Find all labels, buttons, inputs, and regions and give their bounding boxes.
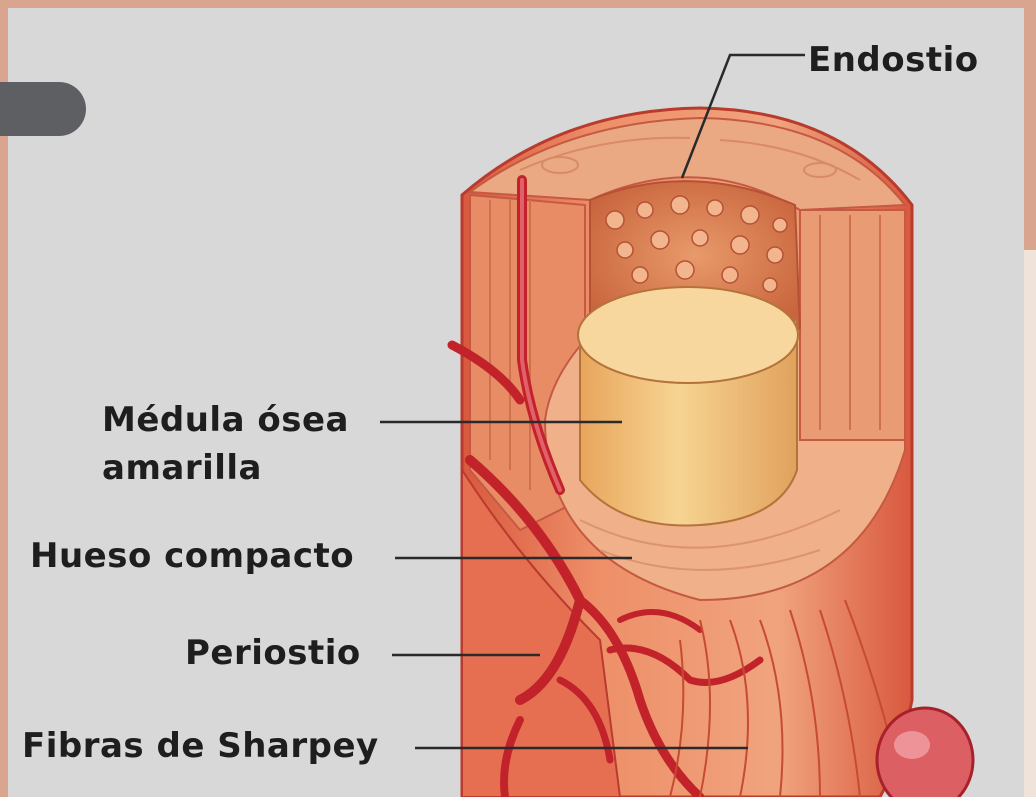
- label-periostio: Periostio: [185, 633, 361, 674]
- label-medula-line2: amarilla: [102, 448, 262, 489]
- yellow-marrow-top: [578, 287, 798, 383]
- label-endostio: Endostio: [808, 40, 979, 81]
- label-medula-line1: Médula ósea: [102, 400, 349, 441]
- label-fibras-sharpey: Fibras de Sharpey: [22, 726, 379, 767]
- label-hueso-compacto: Hueso compacto: [30, 536, 354, 577]
